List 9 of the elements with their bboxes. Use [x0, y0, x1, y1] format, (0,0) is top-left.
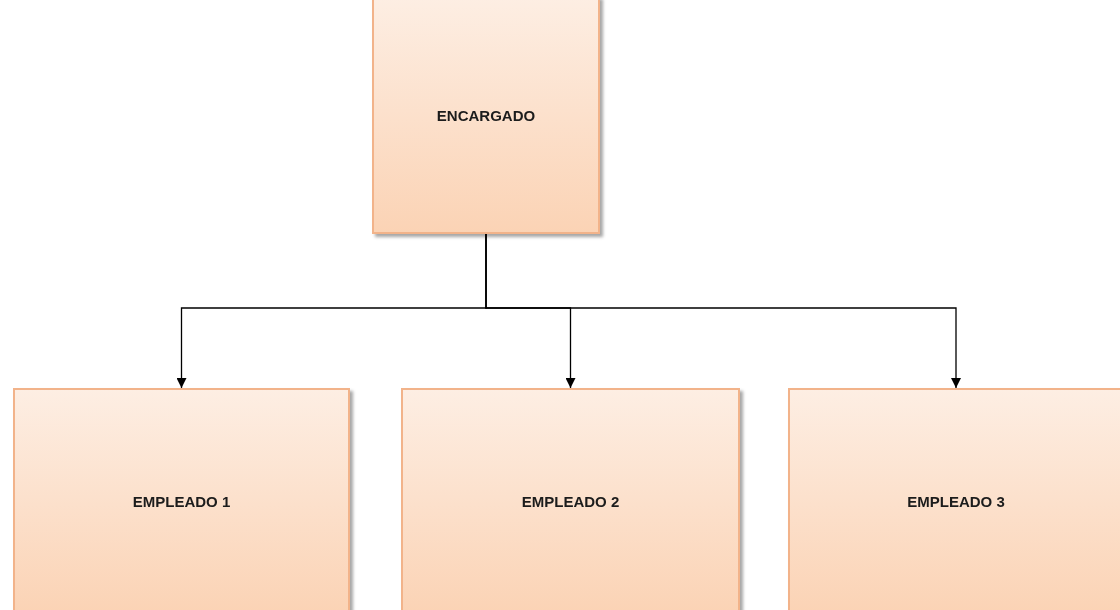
- role-box: [401, 388, 740, 610]
- role-label: EMPLEADO 1: [132, 492, 231, 510]
- role-label: ENCARGADO: [436, 106, 536, 124]
- role-label: EMPLEADO 3: [907, 492, 1005, 510]
- role-box: [372, 0, 600, 234]
- role-label: EMPLEADO 2: [521, 492, 620, 510]
- role-box: [13, 388, 350, 610]
- role-box: [788, 388, 1120, 610]
- connector-arrow: [485, 233, 961, 389]
